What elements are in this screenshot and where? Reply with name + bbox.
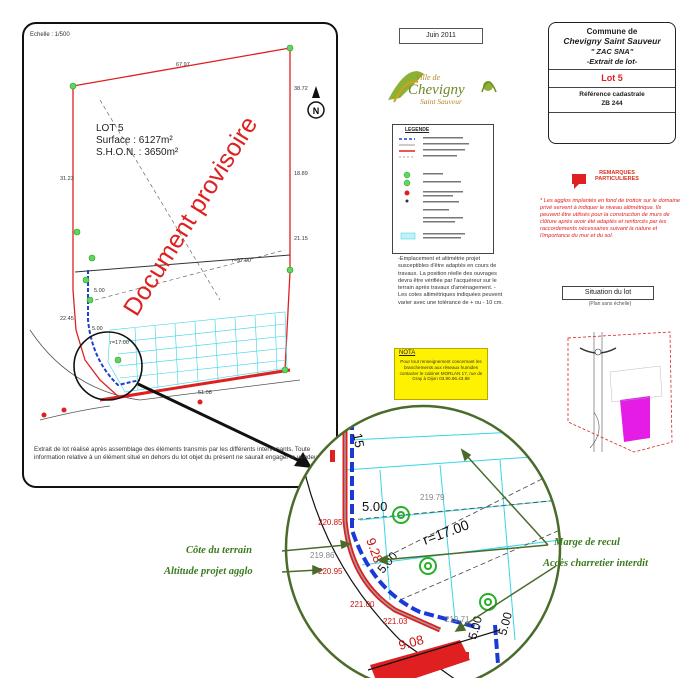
dim-five-b: 5.00 [92, 326, 103, 332]
dim-five-a: 5.00 [94, 288, 105, 294]
dim-right-upper: 38.72 [294, 86, 308, 92]
extrait-label: -Extrait de lot- [586, 57, 638, 66]
dim-bottom: 51.08 [198, 390, 212, 396]
road-edge [29, 329, 301, 401]
remarks-icon [572, 174, 586, 189]
label-acces: Accès charretier interdit [543, 558, 648, 569]
zoom-alt-4: 221.03 [383, 617, 408, 626]
nota-box: NOTA Pour tout renseignement concernant … [394, 348, 488, 400]
agglo-markers [69, 44, 294, 374]
setback-line [87, 270, 141, 387]
zoom-alt-2: 220.95 [318, 567, 343, 576]
zoom-arrowhead [294, 452, 312, 468]
lot-shon: S.H.O.N. : 3650m² [96, 147, 179, 158]
legend-note: -Emplacement et altimétrie projet suscep… [398, 256, 503, 306]
scale-label: Echelle : 1/500 [30, 32, 70, 38]
crossline [74, 254, 291, 273]
north-arrow-icon: N [307, 86, 325, 119]
title-block: Commune de Chevigny Saint Sauveur " ZAC … [548, 22, 676, 144]
svg-text:N: N [313, 106, 320, 116]
zoom-dist-4: 9.08 [397, 632, 425, 653]
zoom-arrow [137, 382, 303, 464]
zoom-alt-1: 220.85 [318, 518, 343, 527]
plan-footnote: Extrait de lot réalisé après assemblage … [34, 446, 322, 461]
dim-crossline: r=97.00 [232, 258, 251, 264]
logo-name: Chevigny [408, 82, 465, 98]
remarks-title: REMARQUES PARTICULIERES [595, 170, 639, 182]
zoom-dist-6: 5.00 [495, 610, 515, 636]
situation-subtitle: (Plan sans échelle) [588, 301, 632, 307]
date-box: Juin 2011 [399, 28, 483, 44]
zoom-top-num: 15 [350, 432, 367, 449]
zoom-alt-7: 219.71 [445, 615, 470, 624]
nota-title: NOTA [399, 350, 416, 356]
zac-name: " ZAC SNA" [590, 47, 634, 56]
zoom-dist-1: 5.00 [362, 499, 387, 514]
situation-title: Situation du lot [562, 286, 654, 300]
cyan-grid [107, 311, 288, 393]
road-red [99, 368, 291, 402]
zoom-source-circle [73, 331, 143, 401]
remarks-text: * Les agglos implantés en fond de trotto… [540, 198, 680, 239]
road-edge [39, 405, 111, 421]
lot-info: LOT 5 Surface : 6127m² S.H.O.N. : 3650m² [96, 123, 178, 159]
ref-label: Référence cadastrale [579, 91, 645, 98]
label-altitude-projet: Altitude projet agglo [164, 566, 253, 577]
lot-label: Lot 5 [601, 73, 623, 83]
label-marge-recul: Marge de recul [554, 537, 620, 548]
commune-name: Chevigny Saint Sauveur [563, 36, 661, 46]
dim-right-lower: 21.15 [294, 236, 308, 242]
legend-box: LEGENDE [392, 124, 494, 254]
zoom-alt-6: 219.86 [310, 551, 335, 560]
legend-symbols [399, 137, 469, 240]
dim-radius: r=17.00 [110, 340, 129, 346]
ref-value: ZB 244 [601, 100, 623, 107]
city-logo: Ville de Chevigny Saint Sauveur [388, 71, 497, 106]
nota-text: Pour tout renseignement concernant les b… [399, 359, 483, 382]
dim-top: 67.97 [176, 62, 190, 68]
label-cote-terrain: Côte du terrain [186, 545, 252, 556]
logo-sub: Saint Sauveur [420, 97, 462, 106]
lot-surface: Surface : 6127m² [96, 135, 173, 146]
lot-boundary [72, 47, 291, 399]
dashed-line [99, 99, 221, 301]
lot-title: LOT 5 [96, 123, 124, 134]
commune-label: Commune de [586, 27, 638, 36]
legend-title: LEGENDE [405, 127, 430, 133]
zoom-alt-3: 221.00 [350, 600, 375, 609]
zoom-alt-5: 219.79 [420, 493, 445, 502]
dim-left-lower: 22.45 [60, 316, 74, 322]
dim-left-upper: 31.23 [60, 176, 74, 182]
logo-line1: Ville de [416, 73, 441, 82]
situation-map [567, 331, 673, 453]
dim-right-mid: 18.89 [294, 171, 308, 177]
